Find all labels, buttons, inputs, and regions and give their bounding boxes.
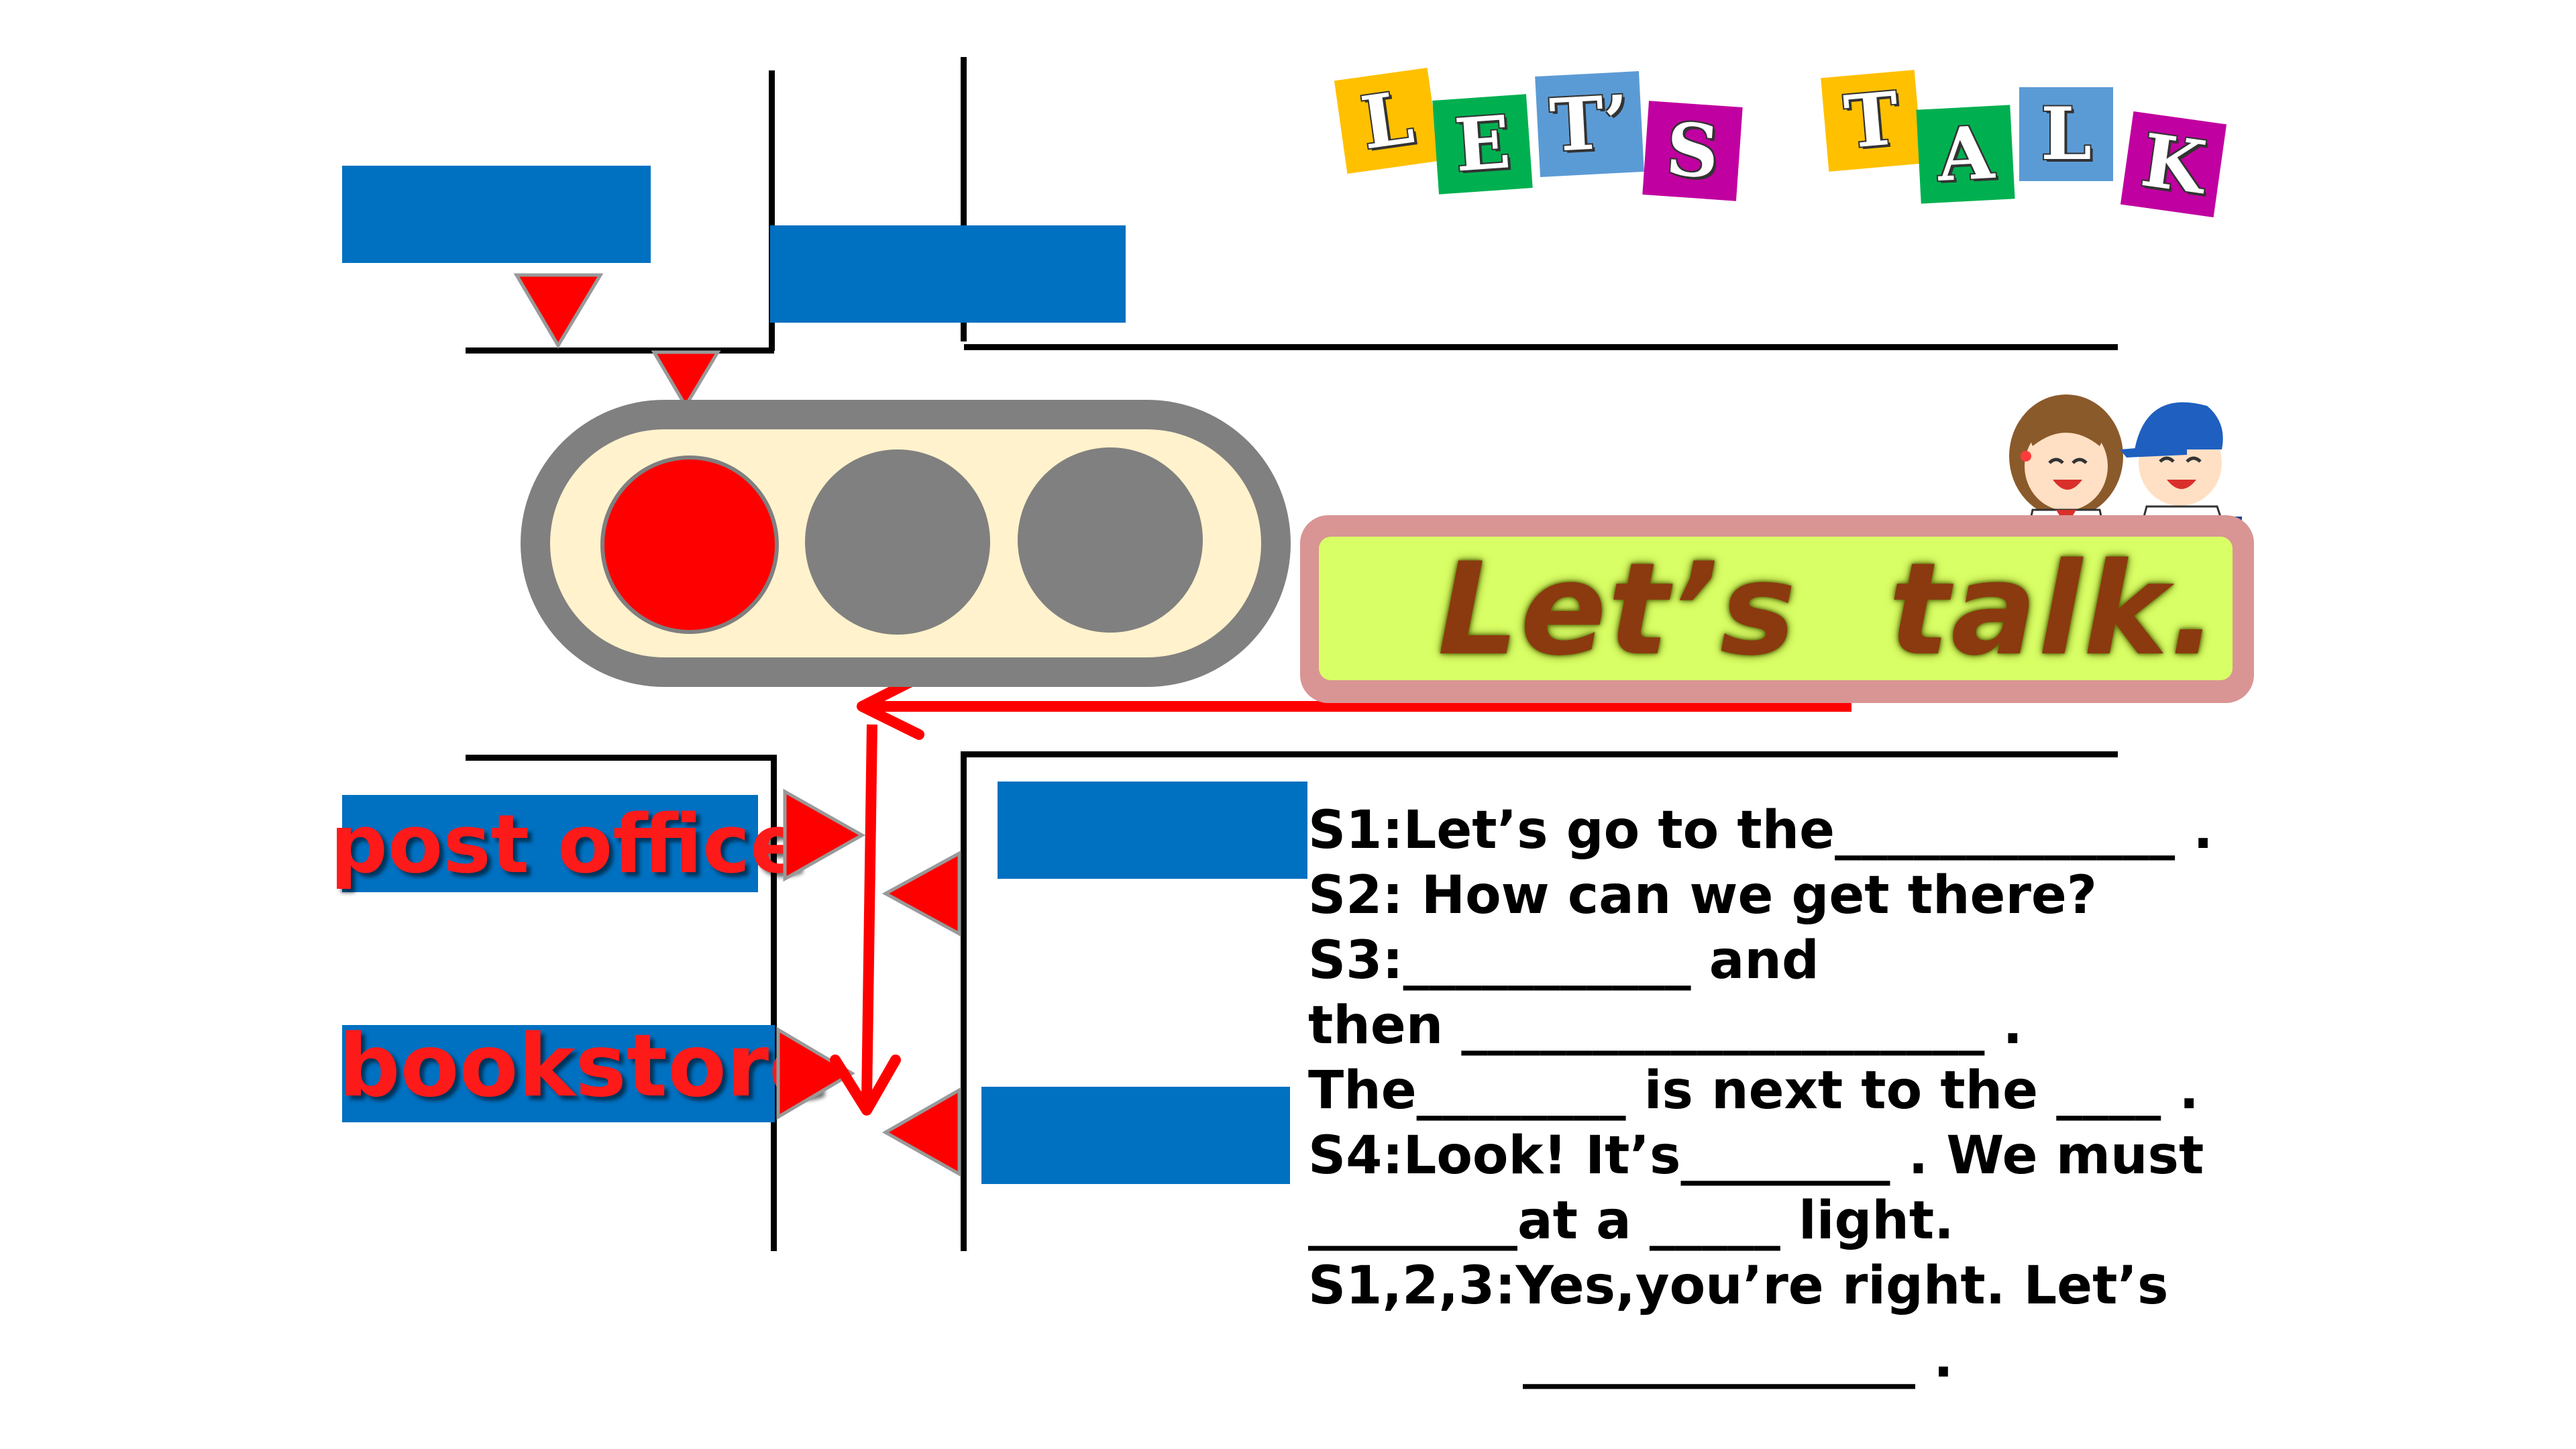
title-tile: E [1432,94,1533,195]
post-office-label: post office [330,798,805,892]
dialog-line-s1: S1:Let’s go to the_____________ . [1308,800,2213,861]
bookstore-label: bookstore [339,1016,827,1116]
road-line [961,751,967,1251]
lets-talk-banner: Let’s talk. [1300,515,2254,703]
road-line [466,347,774,354]
title-tile: L [2019,87,2113,181]
building-sign-blank [342,166,651,263]
title-tile: T’ [1535,71,1644,177]
route-arrowhead [857,672,924,740]
building-sign-bookstore [342,1025,775,1122]
pointer-triangle [783,788,866,882]
building-sign-blank [770,225,1126,323]
pointer-triangle [651,350,721,409]
yellow-lamp-off [805,449,990,635]
building-sign-blank [981,1087,1290,1184]
building-sign-post-office [342,795,758,892]
title-tile: S [1642,101,1743,201]
traffic-light [521,400,1291,687]
red-lamp [600,455,779,634]
road-line [771,755,777,1251]
pointer-triangle [776,1026,855,1120]
title-tile: K [2120,111,2227,218]
banner-inner [1319,537,2233,680]
road-line [964,344,2118,350]
banner-text: Let’s talk. [1438,535,2220,684]
dialog-line-s4: S4:Look! It’s________ . We must [1308,1126,2204,1186]
dialog-line-the: The________ is next to the ____ . [1308,1061,2199,1121]
dialog-line-s2: S2: How can we get there? [1308,865,2098,926]
pointer-triangle [881,1087,961,1177]
pointer-triangle [513,273,604,349]
road-line [769,70,775,351]
dialog-line-final: _______________ . [1523,1329,1953,1389]
title-tile: A [1916,105,2015,204]
dialog-line-wait: ________at a _____ light. [1308,1191,1954,1251]
pointer-triangle [881,850,961,937]
dialog-line-s3: S3:___________ and [1308,930,1819,991]
road-line [466,755,774,761]
title-tile: L [1334,67,1441,174]
dialog-line-then: then ____________________ . [1308,996,2023,1056]
title-tile: T [1821,70,1923,172]
green-lamp-off [1018,447,1203,633]
road-line [961,57,967,341]
route-arrow [861,724,877,1101]
road-line [964,751,2118,757]
dialog-line-s123: S1,2,3:Yes,you’re right. Let’s [1308,1256,2169,1316]
dialog-text: S1:Let’s go to the_____________ . S2: Ho… [1308,798,2328,1392]
building-sign-blank [998,782,1307,879]
route-arrowhead [830,1055,901,1116]
